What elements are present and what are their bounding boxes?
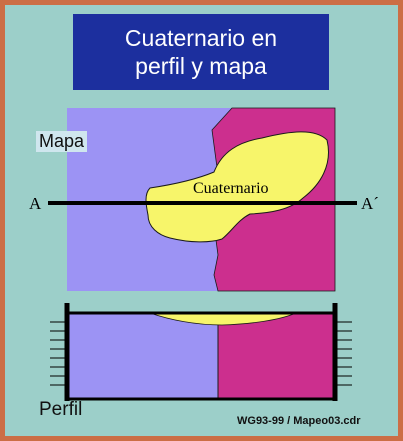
title-line-2: perfil y mapa bbox=[135, 53, 267, 79]
title-line-1: Cuaternario en bbox=[124, 25, 278, 51]
profile-left-ticks bbox=[50, 321, 67, 386]
quaternary-outcrop-map bbox=[145, 131, 329, 243]
quaternary-label: Cuaternario bbox=[193, 180, 269, 197]
credit-text: WG93-99 / Mapeo03.cdr bbox=[237, 415, 361, 427]
title-box: Cuaternario en perfil y mapa bbox=[73, 14, 329, 90]
profile-unit-right bbox=[218, 313, 335, 399]
profile-unit-left bbox=[67, 313, 218, 399]
section-start-label: A bbox=[29, 194, 42, 213]
profile-right-ticks bbox=[335, 321, 352, 386]
profile-label: Perfil bbox=[39, 399, 83, 420]
map-label: Mapa bbox=[36, 131, 88, 152]
section-end-label: A´ bbox=[361, 194, 379, 213]
quaternary-profile bbox=[149, 312, 297, 326]
